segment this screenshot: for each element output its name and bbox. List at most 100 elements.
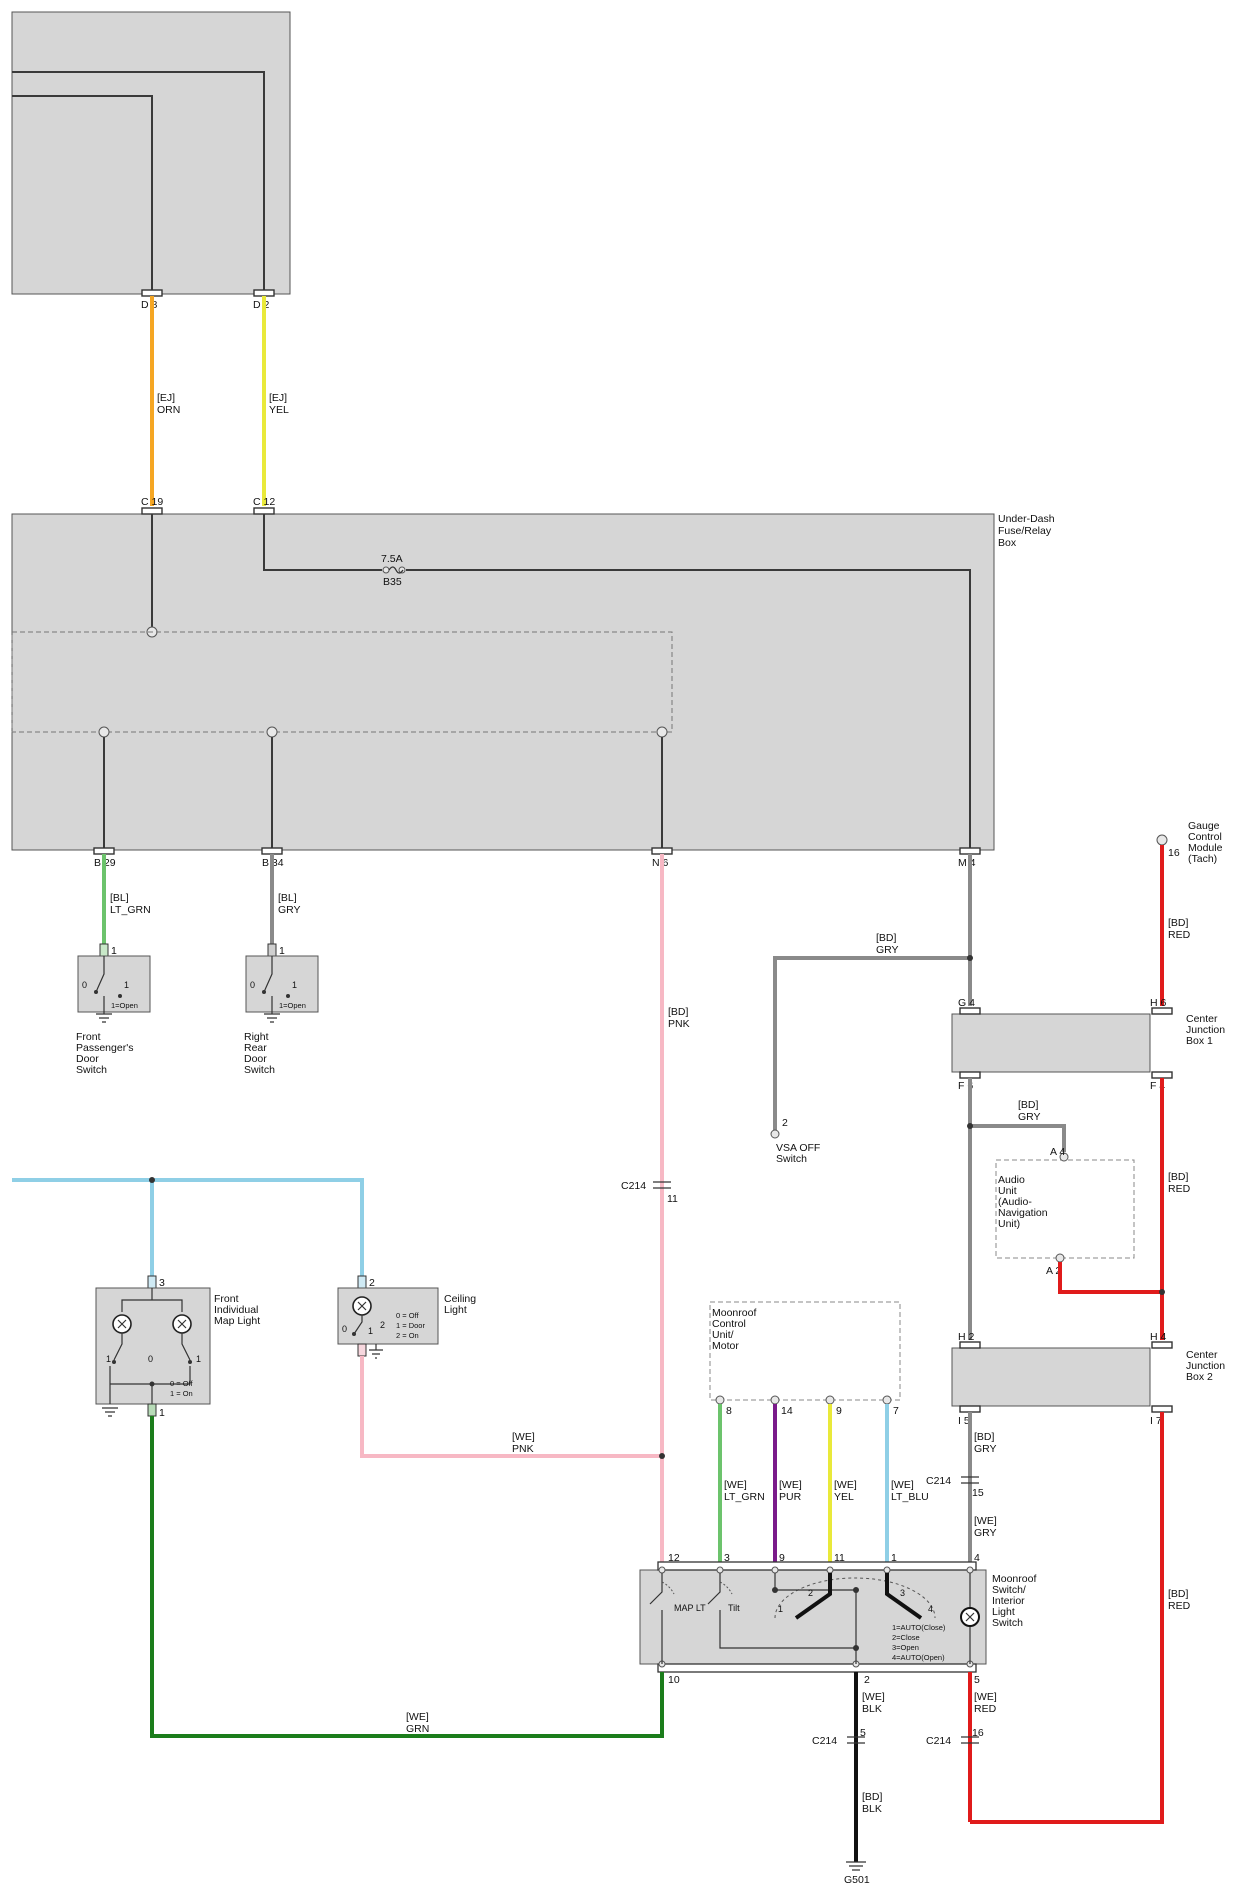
gry-lower-color: GRY bbox=[974, 1443, 997, 1455]
vsa-terminal bbox=[770, 1129, 780, 1139]
door2-pivot bbox=[262, 990, 266, 994]
mr-bulb-filament bbox=[965, 1612, 975, 1622]
mr-pin-9: 9 bbox=[779, 1552, 785, 1564]
mr-term-3 bbox=[716, 1566, 724, 1574]
wire-red-i7 bbox=[970, 1412, 1164, 1824]
door1-switch-contact bbox=[95, 956, 105, 1004]
mr-wire2-harness: [WE] bbox=[779, 1479, 802, 1491]
fuse-box-label-line3: Box bbox=[998, 537, 1017, 549]
wire-gry-vsa bbox=[773, 956, 970, 1130]
mr-wire3-color: YEL bbox=[834, 1491, 854, 1503]
ceiling-pos-0: 0 bbox=[342, 1324, 347, 1334]
ceiling-ground-icon bbox=[369, 1344, 383, 1359]
pnk-upper-harness: [BD] bbox=[668, 1006, 689, 1018]
door2-pos1: 1 bbox=[292, 980, 297, 990]
pin-label-g4: G 4 bbox=[958, 997, 975, 1009]
pin-label-a4: A 4 bbox=[1050, 1146, 1065, 1158]
fuse-rating: 7.5A bbox=[381, 553, 403, 565]
mr-node-common bbox=[853, 1587, 859, 1593]
we-red-harness: [WE] bbox=[974, 1691, 997, 1703]
gauge-pin: 16 bbox=[1168, 847, 1180, 859]
mr-pos-1: 1 bbox=[778, 1604, 783, 1614]
c214-16-name: C214 bbox=[926, 1735, 951, 1747]
fuse-end-right bbox=[398, 566, 406, 574]
pin-label-i5: I 5 bbox=[958, 1415, 970, 1427]
audio-label-3: (Audio- bbox=[998, 1196, 1032, 1208]
door1-pos0: 0 bbox=[82, 980, 87, 990]
mr-pin-5: 5 bbox=[974, 1674, 980, 1686]
right-rear-door-switch bbox=[245, 955, 319, 1013]
door1-contact-1 bbox=[118, 994, 122, 998]
ceiling-label-2: Light bbox=[444, 1304, 467, 1316]
mr-rotary-blade-right bbox=[885, 1573, 923, 1620]
door2-label-2: Rear bbox=[244, 1042, 267, 1054]
front-passenger-door-switch bbox=[77, 955, 151, 1013]
cjb2-label-2: Junction bbox=[1186, 1360, 1225, 1372]
map-light-connector-top bbox=[147, 1275, 157, 1289]
terminal-c12 bbox=[253, 507, 275, 515]
ceiling-connector-top bbox=[357, 1275, 367, 1289]
mr-pin-4: 4 bbox=[974, 1552, 980, 1564]
wire-label-yel-color: YEL bbox=[269, 404, 289, 416]
mr-tilt-switch bbox=[707, 1573, 856, 1649]
we-pnk-harness: [WE] bbox=[512, 1431, 535, 1443]
pin-label-i7: I 7 bbox=[1150, 1415, 1162, 1427]
pin-label-d2: D 2 bbox=[253, 299, 270, 311]
pin-label-h4: H 4 bbox=[1150, 1331, 1167, 1343]
mr-tilt-arc bbox=[719, 1581, 733, 1595]
door2-ground-icon bbox=[264, 1004, 280, 1023]
terminal-b29 bbox=[93, 847, 115, 855]
mr-unit-pin-7: 7 bbox=[893, 1405, 899, 1417]
door2-wire-harness: [BL] bbox=[278, 892, 297, 904]
map-pos-1b: 1 bbox=[196, 1354, 201, 1364]
node-b34 bbox=[266, 726, 278, 738]
fuse-end-left bbox=[382, 566, 390, 574]
splice-red-audio bbox=[1159, 1289, 1165, 1295]
vsa-wire-harness: [BD] bbox=[876, 932, 897, 944]
map-light-label-2: Individual bbox=[214, 1304, 258, 1316]
door2-pin: 1 bbox=[279, 945, 285, 957]
fuse-box-label-line2: Fuse/Relay bbox=[998, 525, 1052, 537]
wire-pnk-ceiling bbox=[360, 1356, 662, 1458]
mr-pin-11: 11 bbox=[834, 1552, 845, 1564]
terminal-f4 bbox=[1151, 1071, 1173, 1079]
c214-15-connector bbox=[961, 1476, 979, 1484]
mr-unit-label-4: Motor bbox=[712, 1340, 739, 1352]
door1-label-1: Front bbox=[76, 1031, 101, 1043]
map-switch-levers bbox=[113, 1333, 191, 1361]
center-junction-box-2 bbox=[951, 1347, 1151, 1407]
mr-switch-bottom-connector bbox=[657, 1663, 977, 1673]
pin-label-c19: C 19 bbox=[141, 496, 163, 508]
door2-wire-color: GRY bbox=[278, 904, 301, 916]
wire-label-orn-color: ORN bbox=[157, 404, 180, 416]
cjb1-label-3: Box 1 bbox=[1186, 1035, 1213, 1047]
cjb1-label-2: Junction bbox=[1186, 1024, 1225, 1036]
terminal-b34 bbox=[261, 847, 283, 855]
mr-wire2-color: PUR bbox=[779, 1491, 802, 1503]
front-individual-map-light bbox=[95, 1287, 211, 1405]
wire-grn bbox=[150, 1416, 664, 1738]
mr-unit-terminal-8 bbox=[715, 1395, 725, 1405]
terminal-i5 bbox=[959, 1405, 981, 1413]
splice-audio bbox=[967, 1123, 973, 1129]
mr-rotary-blade-left bbox=[794, 1573, 832, 1620]
red-mid-color: RED bbox=[1168, 1183, 1191, 1195]
terminal-h4 bbox=[1151, 1341, 1173, 1349]
map-light-label-1: Front bbox=[214, 1293, 239, 1305]
door1-label-3: Door bbox=[76, 1053, 99, 1065]
mr-legend-4: 4=AUTO(Open) bbox=[892, 1653, 945, 1662]
mr-wire4-color: LT_BLU bbox=[891, 1491, 929, 1503]
ceiling-switch-pivot bbox=[352, 1332, 356, 1336]
mr-tilt-label: Tilt bbox=[728, 1603, 740, 1613]
terminal-d8 bbox=[141, 289, 163, 297]
terminal-h6 bbox=[1151, 1007, 1173, 1015]
mr-wire4-harness: [WE] bbox=[891, 1479, 914, 1491]
gauge-label-1: Gauge bbox=[1188, 820, 1220, 832]
mr-wire1-harness: [WE] bbox=[724, 1479, 747, 1491]
door1-pin: 1 bbox=[111, 945, 117, 957]
we-grn-color: GRN bbox=[406, 1723, 429, 1735]
door1-connector bbox=[99, 943, 109, 957]
mr-switch-label-1: Moonroof bbox=[992, 1573, 1036, 1585]
splice-vsa bbox=[967, 955, 973, 961]
internal-dashed-circuit bbox=[11, 631, 673, 733]
